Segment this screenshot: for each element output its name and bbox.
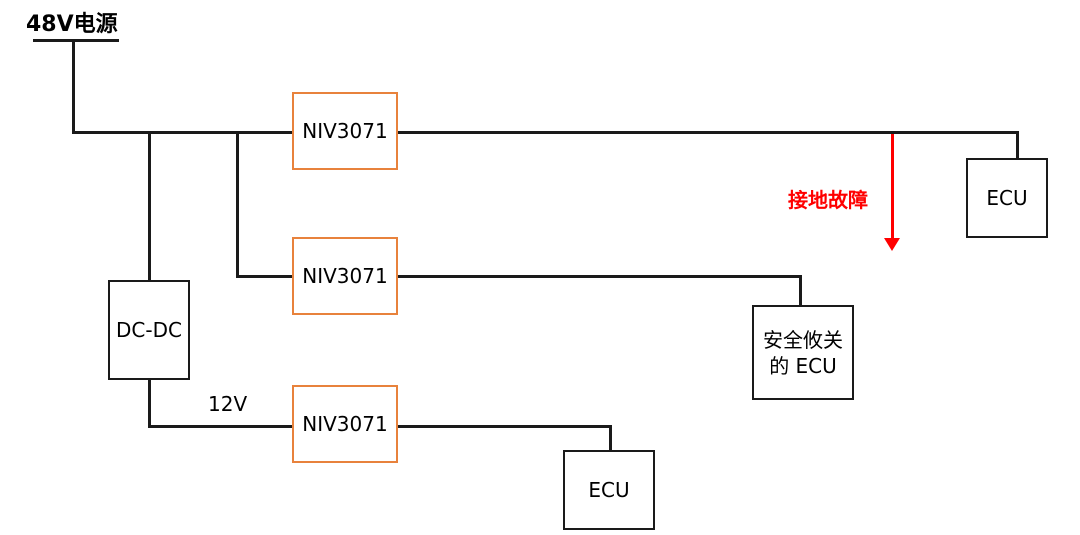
niv3071-box-middle: NIV3071 xyxy=(292,237,398,315)
mid-branch-horizontal-line xyxy=(236,275,294,278)
ecu-bottom-label: ECU xyxy=(588,478,630,502)
power-source-tick-line xyxy=(33,39,119,42)
safety-critical-ecu-box: 安全攸关 的 ECU xyxy=(752,305,854,400)
ecu-box-bottom: ECU xyxy=(563,450,655,530)
power-source-label: 48V电源 xyxy=(26,12,118,37)
safety-ecu-drop-line xyxy=(799,275,802,307)
mid-branch-vertical-line xyxy=(236,131,239,278)
niv3071-top-label: NIV3071 xyxy=(302,119,388,143)
bus-line-left xyxy=(72,131,294,134)
niv3071-box-top: NIV3071 xyxy=(292,92,398,170)
ground-fault-arrow-head-icon xyxy=(884,238,900,251)
ecu-box-top-right: ECU xyxy=(966,158,1048,238)
mid-output-line xyxy=(398,275,802,278)
bus-line-right xyxy=(398,131,1019,134)
ecu-bottom-drop-line xyxy=(609,425,612,452)
niv3071-middle-label: NIV3071 xyxy=(302,264,388,288)
safety-ecu-label-line2: 的 ECU xyxy=(769,353,837,378)
dcdc-output-vertical-line xyxy=(148,380,151,428)
power-source-drop-line xyxy=(72,39,75,134)
ecu-top-label: ECU xyxy=(986,186,1028,210)
voltage-12v-label: 12V xyxy=(208,392,248,416)
ground-fault-arrow-shaft xyxy=(891,134,894,239)
ecu-top-drop-line xyxy=(1016,131,1019,160)
dcdc-branch-line xyxy=(148,131,151,282)
safety-ecu-label-line1: 安全攸关 xyxy=(763,327,843,352)
dcdc-label: DC-DC xyxy=(116,318,182,342)
niv3071-bottom-label: NIV3071 xyxy=(302,412,388,436)
dcdc-output-horizontal-line xyxy=(148,425,294,428)
niv3071-box-bottom: NIV3071 xyxy=(292,385,398,463)
bottom-output-line xyxy=(398,425,612,428)
ground-fault-label: 接地故障 xyxy=(788,188,868,212)
dcdc-box: DC-DC xyxy=(108,280,190,380)
